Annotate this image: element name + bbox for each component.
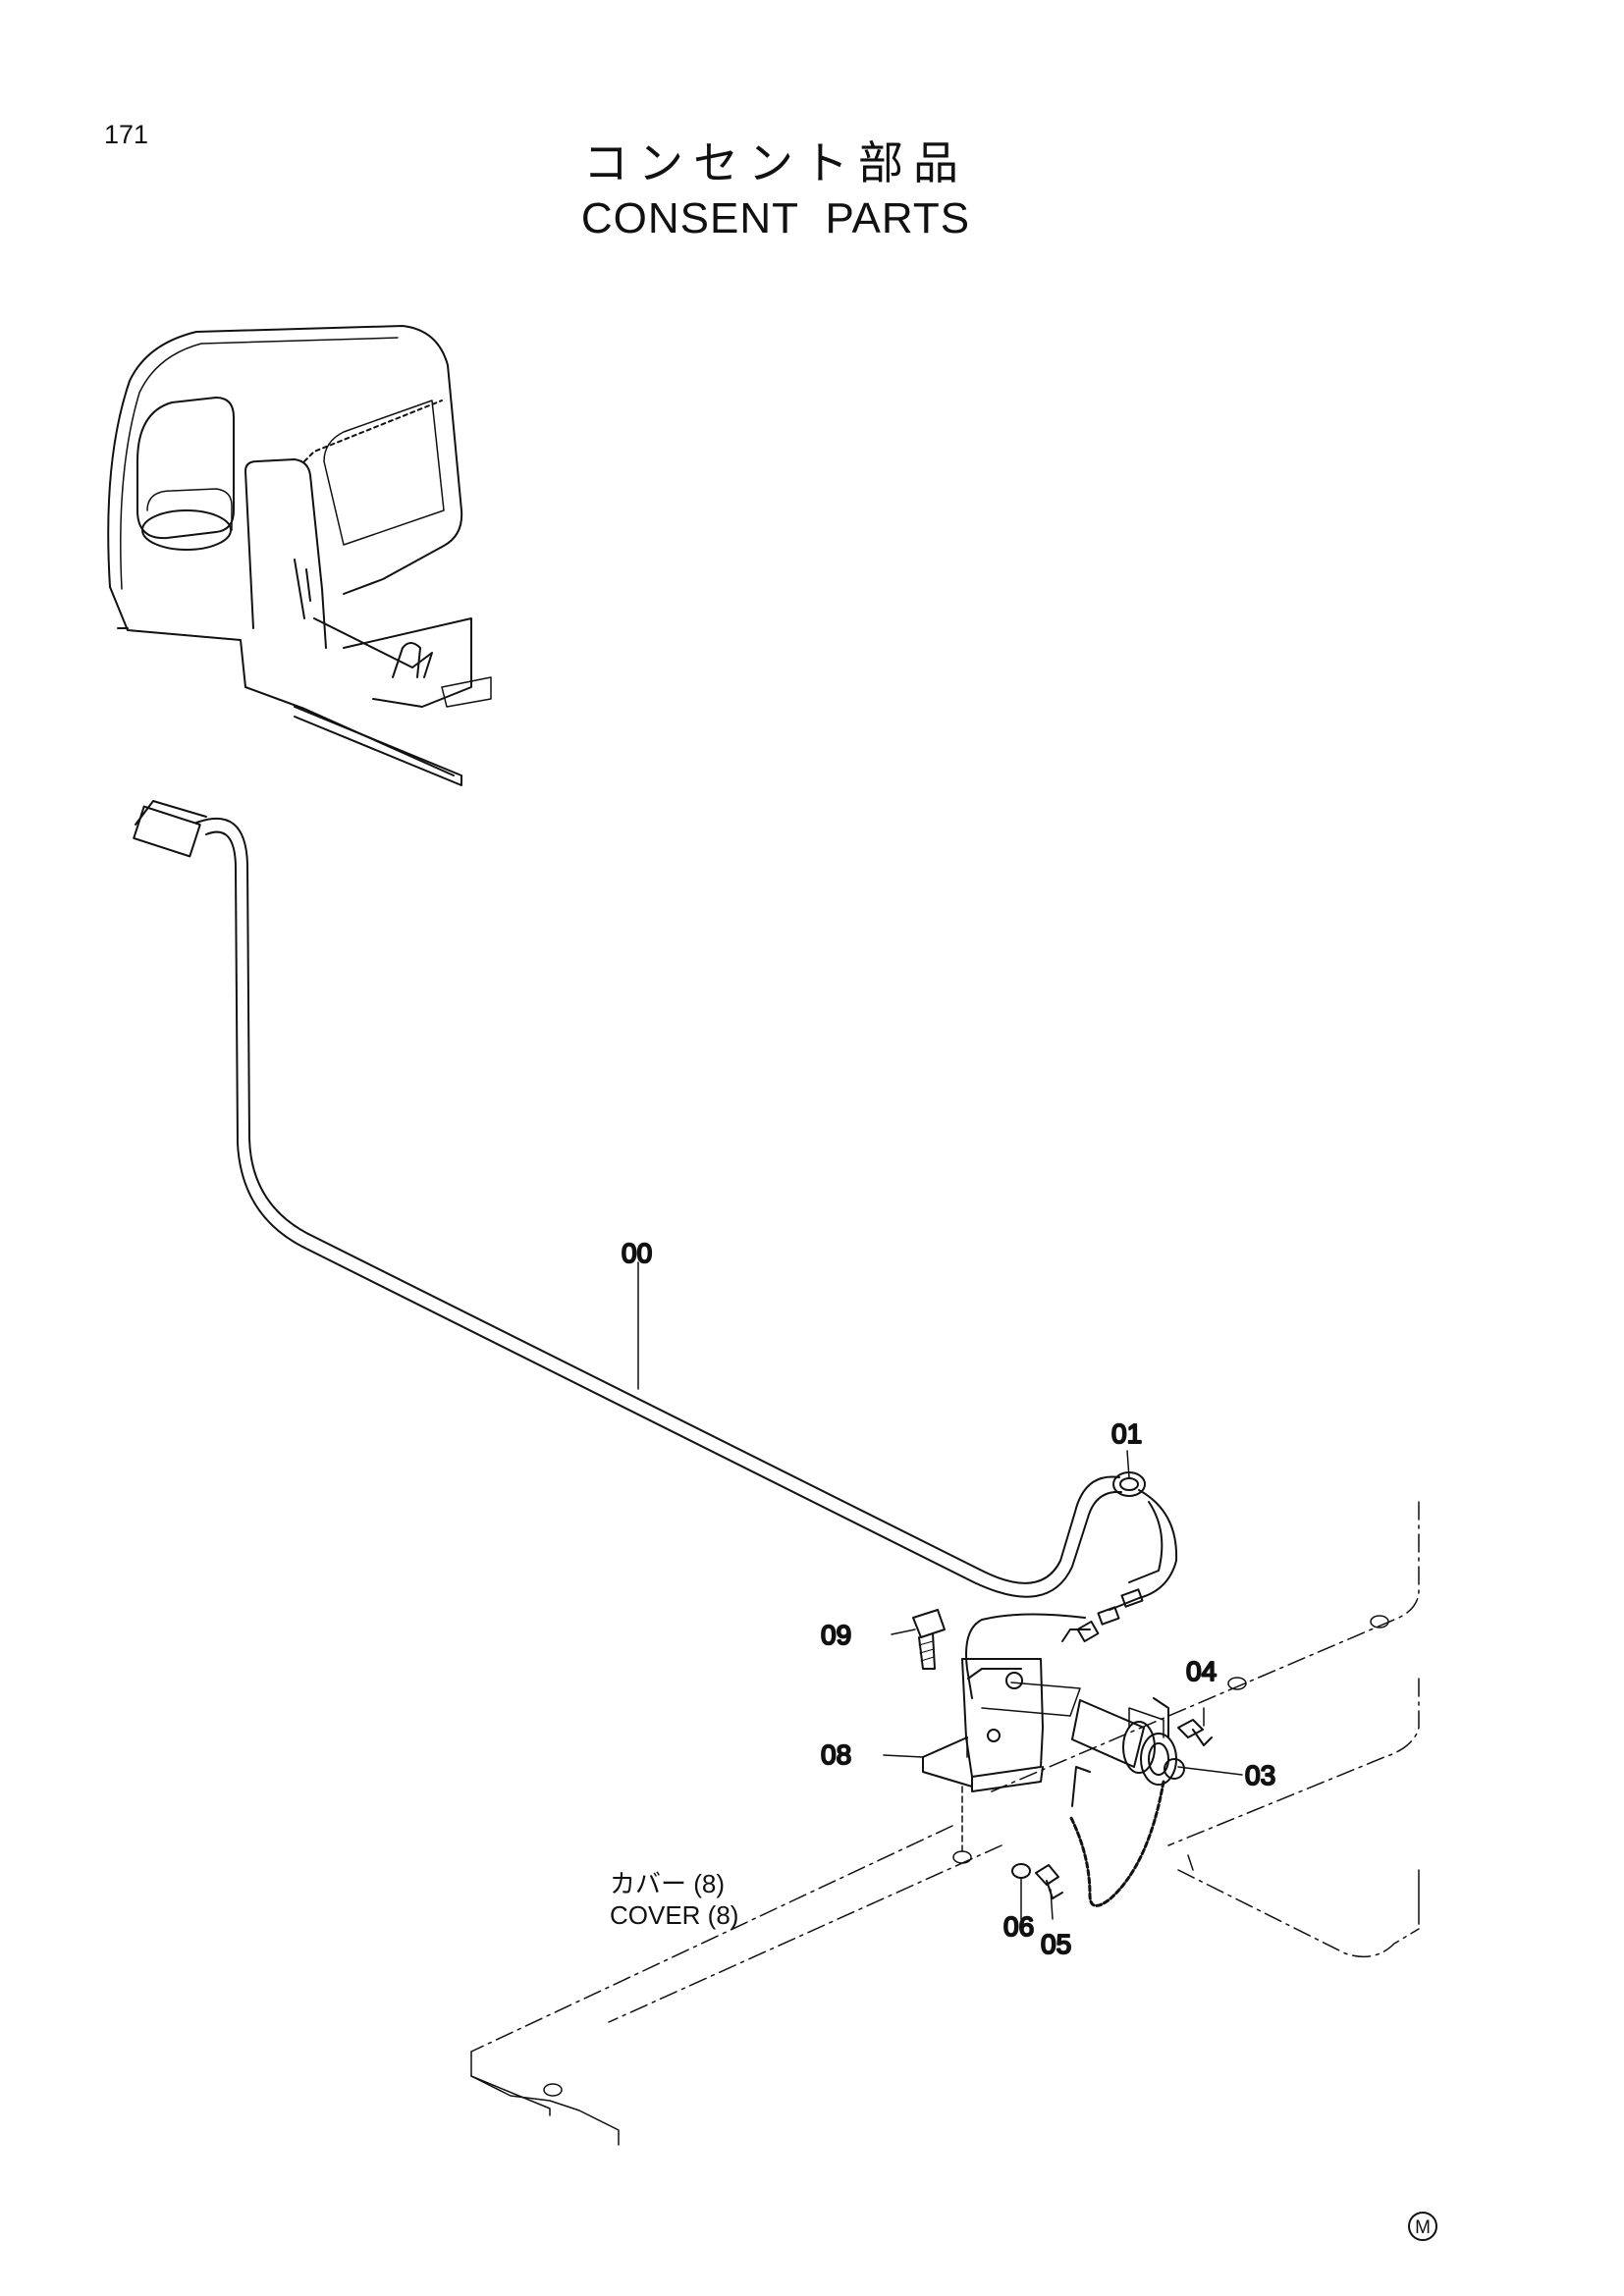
grommet-01 [965, 1471, 1178, 1699]
leader-lines [637, 1261, 1243, 1920]
cap-chain [1068, 1766, 1165, 1907]
receptacle-03 [1071, 1697, 1185, 1786]
cover-note-english: COVER (8) [610, 1900, 739, 1930]
bolt-05 [1035, 1864, 1063, 1899]
cover-note-japanese: カバー (8) [610, 1869, 726, 1898]
callout-09: 09 [821, 1620, 851, 1650]
title-english: CONSENT PARTS [580, 194, 971, 242]
cover-note: カバー (8) COVER (8) [610, 1868, 738, 1931]
title-japanese: コンセント部品 [583, 136, 968, 189]
screw-09 [912, 1609, 946, 1670]
callout-05: 05 [1041, 1929, 1071, 1959]
bolt-04 [1177, 1719, 1213, 1746]
callout-06: 06 [1003, 1911, 1034, 1942]
cover-plate [470, 1501, 1420, 2146]
callout-03: 03 [1245, 1760, 1275, 1790]
m-mark: M [1408, 2212, 1437, 2241]
callout-00: 00 [622, 1238, 652, 1268]
page-number: 171 [104, 120, 149, 149]
page-title: コンセント部品 CONSENT PARTS [0, 135, 1551, 247]
cab-illustration [107, 325, 492, 786]
callout-08: 08 [821, 1739, 851, 1770]
callout-04: 04 [1186, 1656, 1217, 1686]
callout-01: 01 [1111, 1418, 1142, 1449]
washer-06 [1011, 1863, 1031, 1879]
bracket-08 [922, 1658, 1081, 1792]
harness-cable [133, 800, 1122, 1598]
